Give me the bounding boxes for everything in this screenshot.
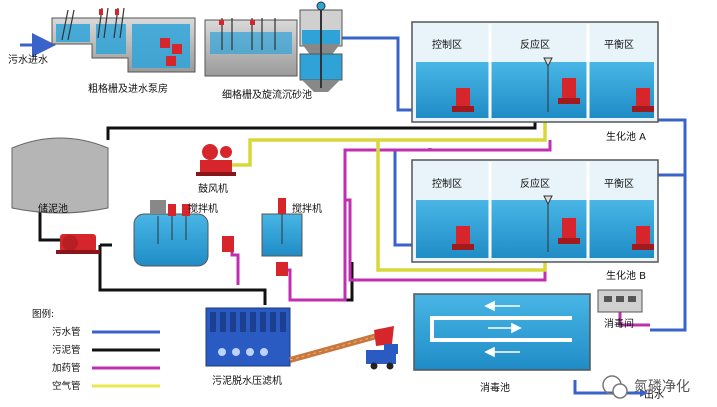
- filter-press-label: 污泥脱水压滤机: [212, 374, 282, 387]
- bio-a-zone-balance: 平衡区: [604, 39, 634, 51]
- legend-item: 污水管: [52, 326, 160, 338]
- outlet-label: 出水: [644, 388, 664, 401]
- sludge-tank-label: 储泥池: [38, 202, 68, 215]
- sludge-truck-icon: [366, 344, 398, 370]
- bio-a-zone-reaction: 反应区: [520, 38, 550, 51]
- legend-title: 图例:: [32, 308, 54, 320]
- mixer-tank-1: 搅拌机: [133, 200, 218, 267]
- grit-chamber-icon: [299, 1, 343, 92]
- pump-icon: [632, 226, 654, 250]
- sludge-conveyor: [289, 326, 394, 363]
- bio-b-zone-control: 控制区: [432, 177, 462, 190]
- sludge-storage-tank: 储泥池: [11, 137, 109, 215]
- bio-b-label: 生化池 B: [606, 269, 646, 282]
- sludge-filter-press: 污泥脱水压滤机: [205, 307, 291, 387]
- inlet-label: 污水进水: [8, 54, 48, 66]
- sewage-pipes: [20, 33, 687, 395]
- disinfection-room: 消毒间: [597, 289, 643, 330]
- bio-a-zone-control: 控制区: [432, 38, 462, 51]
- pump-icon: [452, 226, 474, 250]
- wechat-icon: [602, 375, 628, 399]
- coarse-screen-label: 粗格栅及进水泵房: [88, 82, 168, 95]
- legend-item: 加药管: [52, 362, 160, 374]
- fine-screen-grit-chamber: 细格栅及旋流沉砂池: [204, 1, 343, 101]
- outlet-arrow-icon: [640, 389, 648, 397]
- air-pipes: [232, 120, 547, 272]
- coarse-screen-pump-house: 粗格栅及进水泵房: [51, 7, 196, 95]
- legend-item: 污泥管: [52, 344, 160, 356]
- dosing-pump-icon: [222, 236, 234, 252]
- legend-label-sludge: 污泥管: [52, 344, 81, 356]
- lift-pump-icon: [160, 38, 182, 66]
- watermark-text: 氮磷净化: [634, 379, 690, 395]
- disinfect-room-label: 消毒间: [604, 317, 634, 330]
- legend: 图例: 污水管 污泥管 加药管 空气管: [32, 308, 160, 392]
- pump-icon: [558, 78, 580, 104]
- legend-item: 空气管: [52, 380, 160, 392]
- sludge-pump-icon: [56, 234, 100, 254]
- mixer-tank-2: 搅拌机: [261, 198, 322, 257]
- dosing-pump-icon: [276, 262, 288, 276]
- legend-label-sewage: 污水管: [52, 326, 81, 338]
- bio-a-label: 生化池 A: [606, 130, 646, 143]
- bio-tank-a: 控制区 反应区 平衡区 生化池 A: [411, 21, 659, 143]
- pump-icon: [452, 88, 474, 112]
- pump-icon: [558, 218, 580, 244]
- bio-b-zone-balance: 平衡区: [604, 178, 634, 190]
- pump-icon: [632, 88, 654, 112]
- mixer2-label: 搅拌机: [292, 202, 322, 215]
- bio-b-zone-reaction: 反应区: [520, 177, 550, 190]
- bio-tank-b: 控制区 反应区 平衡区 生化池 B: [411, 159, 659, 282]
- legend-label-air: 空气管: [52, 380, 81, 392]
- fine-screen-label: 细格栅及旋流沉砂池: [222, 88, 312, 101]
- dosing-pipes: [228, 140, 650, 327]
- blower-label: 鼓风机: [198, 182, 228, 195]
- disinfection-tank: 消毒池: [413, 293, 591, 394]
- legend-label-dosing: 加药管: [52, 362, 81, 374]
- mixer1-label: 搅拌机: [188, 202, 218, 215]
- watermark: 氮磷净化: [602, 375, 690, 399]
- disinfect-tank-label: 消毒池: [480, 381, 510, 394]
- blower: 鼓风机: [196, 144, 236, 195]
